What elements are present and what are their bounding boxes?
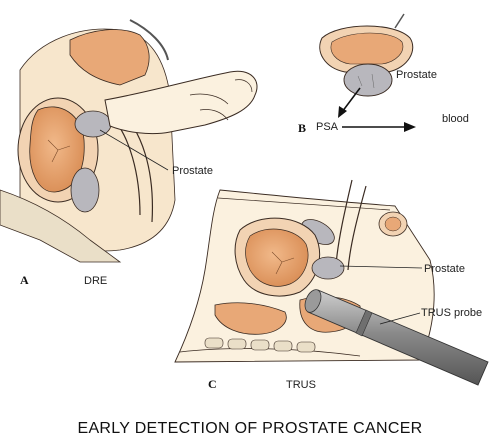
prostate-leader-a	[99, 129, 169, 171]
panel-b-letter: B	[298, 121, 306, 135]
prostate-leader-c	[339, 265, 423, 269]
pelvic-floor-segments	[204, 337, 316, 353]
prostate-label-c: Prostate	[424, 263, 465, 275]
prostate-c	[311, 256, 345, 280]
figure-title: EARLY DETECTION OF PROSTATE CANCER	[77, 420, 422, 437]
panel-c-drawing: Prostate TRUS probe C TRUS	[174, 179, 489, 391]
panel-b-drawing: Prostate B PSA blood	[298, 13, 469, 135]
prostate-label-a: Prostate	[172, 165, 213, 177]
examining-hand	[104, 70, 258, 135]
panel-c-caption: TRUS	[286, 379, 316, 391]
psa-label: PSA	[316, 121, 339, 133]
panel-a-letter: A	[20, 273, 29, 287]
panel-a-drawing: Prostate A DRE	[0, 19, 258, 287]
panel-c-letter: C	[208, 377, 217, 391]
arrow-prostate-to-psa	[341, 87, 361, 113]
trus-probe	[304, 289, 489, 386]
pubic-bone-a	[0, 189, 122, 263]
panel-a-caption: DRE	[84, 275, 107, 287]
prostate-label-b: Prostate	[396, 69, 437, 81]
prostate-b	[343, 63, 393, 97]
bladder-c	[245, 228, 309, 287]
rectum-upper-a	[69, 29, 150, 86]
trus-probe-label: TRUS probe	[421, 307, 482, 319]
probe-leader-c	[379, 312, 421, 325]
blood-label: blood	[442, 113, 469, 125]
